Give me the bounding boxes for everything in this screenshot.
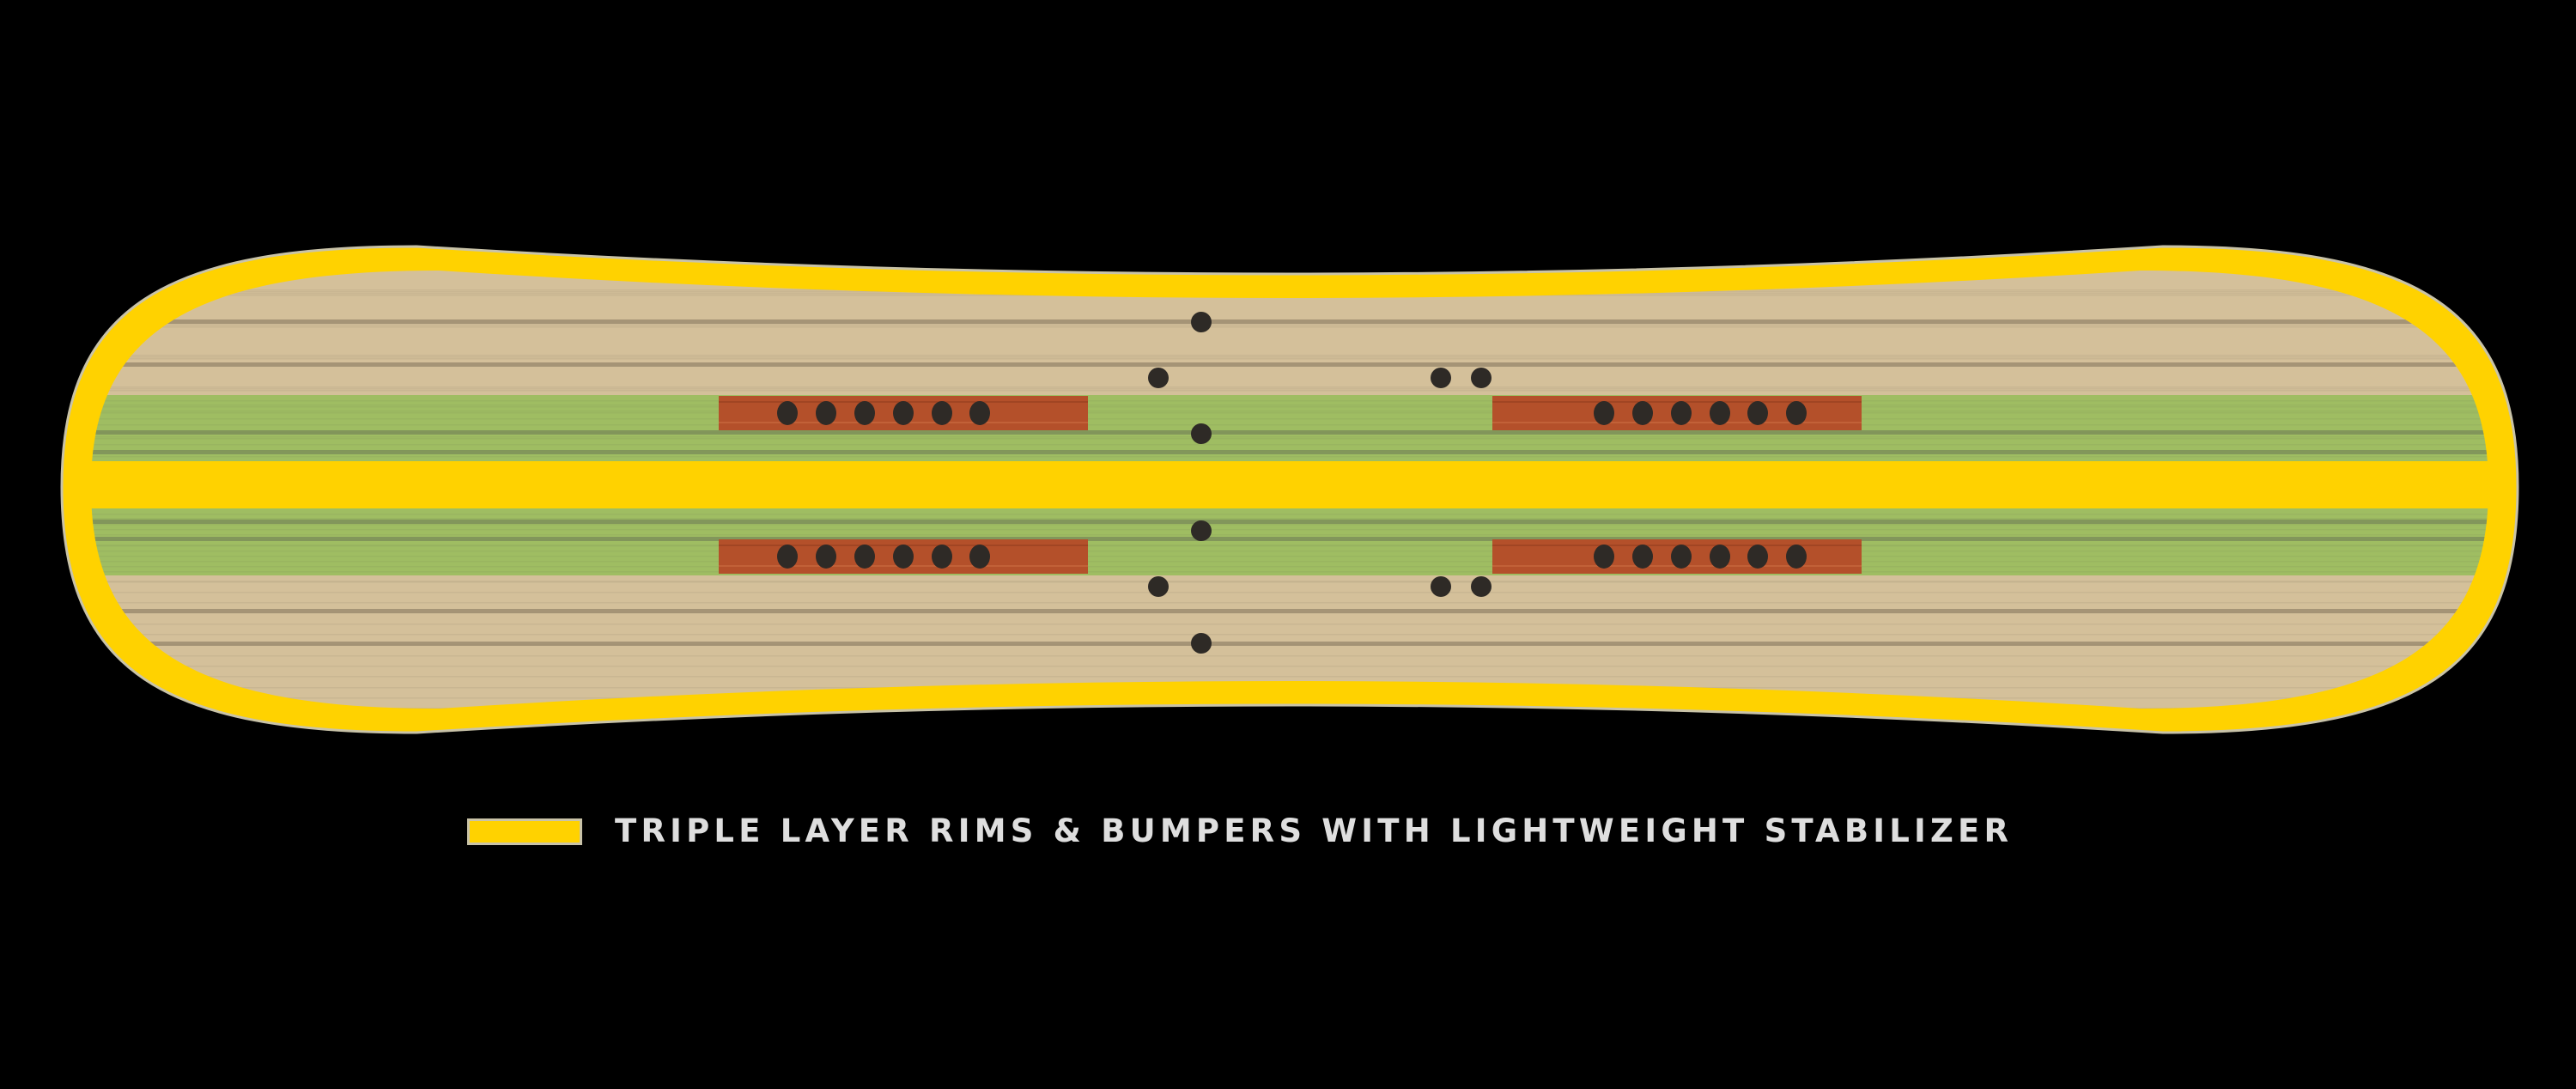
disc-hole	[1431, 368, 1451, 388]
insert-hole	[1594, 544, 1614, 569]
insert-hole	[969, 544, 990, 569]
insert-hole	[1747, 544, 1768, 569]
insert-hole	[932, 401, 952, 425]
insert-hole	[1632, 544, 1653, 569]
disc-hole	[1471, 368, 1492, 388]
insert-hole	[777, 401, 798, 425]
insert-hole	[1671, 544, 1692, 569]
disc-hole	[1191, 312, 1212, 332]
snowboard-core-diagram	[60, 245, 2519, 734]
disc-hole	[1148, 368, 1169, 388]
binding-insert-holes	[777, 312, 1807, 654]
insert-hole	[854, 401, 875, 425]
insert-hole	[1786, 401, 1807, 425]
insert-hole	[969, 401, 990, 425]
board-core	[91, 271, 2488, 709]
insert-hole	[1747, 401, 1768, 425]
insert-hole	[1786, 544, 1807, 569]
disc-hole	[1471, 576, 1492, 597]
insert-hole	[816, 401, 836, 425]
insert-hole	[1671, 401, 1692, 425]
insert-hole	[777, 544, 798, 569]
legend-swatch-rim	[467, 818, 582, 845]
insert-hole	[854, 544, 875, 569]
insert-hole	[893, 401, 914, 425]
center-stabilizer-stripe	[70, 461, 2509, 508]
insert-hole	[1594, 401, 1614, 425]
disc-hole	[1191, 633, 1212, 654]
insert-hole	[1632, 401, 1653, 425]
insert-hole	[932, 544, 952, 569]
legend: Triple Layer Rims & Bumpers with Lightwe…	[467, 814, 2013, 849]
disc-hole	[1431, 576, 1451, 597]
insert-hole	[816, 544, 836, 569]
disc-hole	[1191, 423, 1212, 444]
disc-hole	[1148, 576, 1169, 597]
legend-label: Triple Layer Rims & Bumpers with Lightwe…	[615, 812, 2014, 849]
insert-hole	[893, 544, 914, 569]
insert-hole	[1710, 544, 1730, 569]
insert-hole	[1710, 401, 1730, 425]
disc-hole	[1191, 520, 1212, 541]
